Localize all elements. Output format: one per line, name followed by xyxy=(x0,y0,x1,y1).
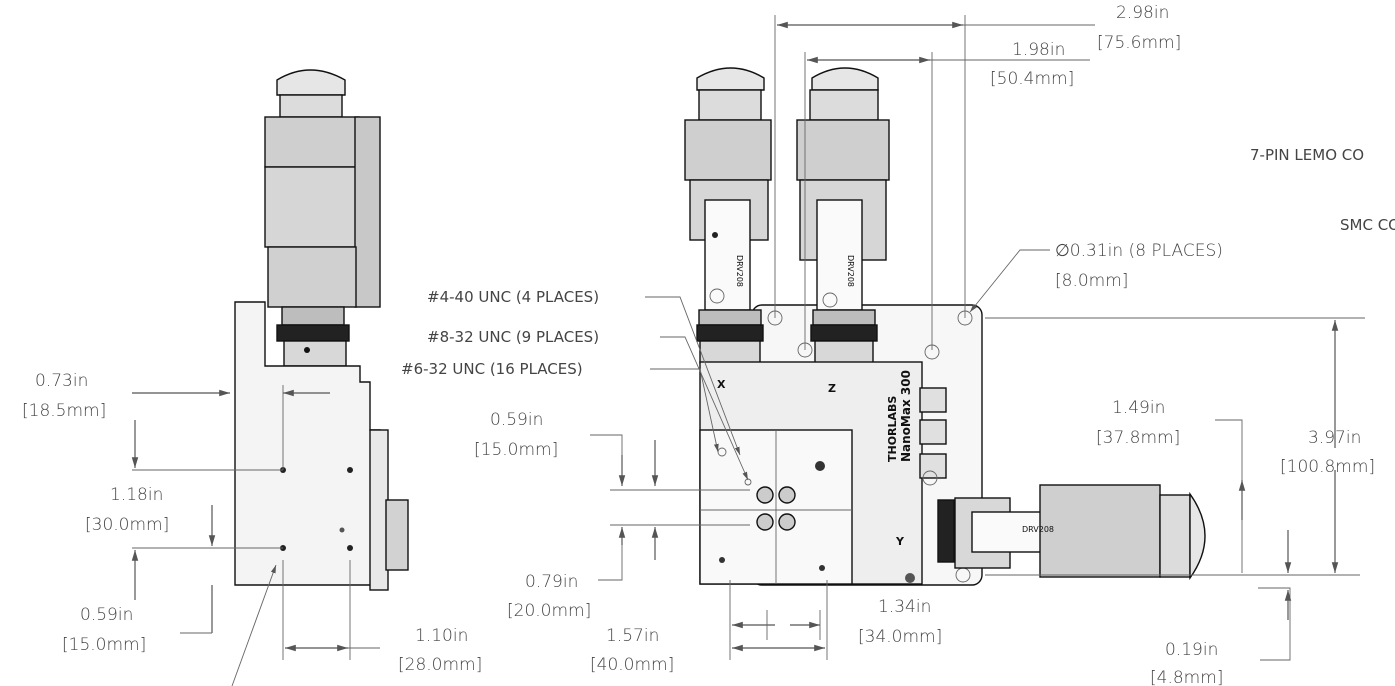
actuator-model-horizontal: DRV208 xyxy=(1022,525,1054,534)
dim-0-73-in: 0.73in xyxy=(35,371,88,391)
callout-lemo: 7-PIN LEMO CO xyxy=(1250,146,1364,164)
callout-labels: #4-40 UNC (4 PLACES) #8-32 UNC (9 PLACES… xyxy=(401,146,1395,378)
dim-0-79-in: 0.79in xyxy=(525,572,578,592)
dim-0-59-left-in: 0.59in xyxy=(80,605,133,625)
front-view: THORLABS NanoMax 300 X Z Y DRV208 DRV208… xyxy=(684,67,1206,586)
stage-axis-y: Y xyxy=(895,535,905,548)
callout-8-32: #8-32 UNC (9 PLACES) xyxy=(427,328,599,346)
dim-0-59-left-mm: [15.0mm] xyxy=(62,635,146,655)
actuator-model-right: DRV208 xyxy=(846,255,855,287)
dim-0-79-mm: [20.0mm] xyxy=(507,601,591,621)
dim-0-31-mm: [8.0mm] xyxy=(1055,271,1128,291)
dim-1-98-in: 1.98in xyxy=(1012,40,1065,60)
dim-0-59-mid-mm: [15.0mm] xyxy=(474,440,558,460)
callout-4-40: #4-40 UNC (4 PLACES) xyxy=(427,288,599,306)
dim-1-10-mm: [28.0mm] xyxy=(398,655,482,675)
stage-model-text: NanoMax 300 xyxy=(899,370,913,462)
dim-0-59-mid-in: 0.59in xyxy=(490,410,543,430)
dim-1-18-in: 1.18in xyxy=(110,485,163,505)
dim-0-73-mm: [18.5mm] xyxy=(22,401,106,421)
callout-smc: SMC CO xyxy=(1340,216,1395,234)
stage-brand-text: THORLABS xyxy=(886,396,899,462)
stage-axis-x: X xyxy=(717,378,726,391)
side-dimensions xyxy=(131,385,380,686)
callout-6-32: #6-32 UNC (16 PLACES) xyxy=(401,360,583,378)
dim-3-97-mm: [100.8mm] xyxy=(1280,457,1375,477)
side-stage-body xyxy=(234,301,409,591)
dim-1-18-mm: [30.0mm] xyxy=(85,515,169,535)
dimension-labels: 2.98in [75.6mm] 1.98in [50.4mm] ∅0.31in … xyxy=(22,3,1375,686)
stage-axis-z: Z xyxy=(828,382,836,395)
front-dimensions xyxy=(590,15,1365,661)
dim-1-10-in: 1.10in xyxy=(415,626,468,646)
dim-1-57-mm: [40.0mm] xyxy=(590,655,674,675)
front-actuator-right xyxy=(796,67,890,364)
side-actuator xyxy=(264,69,381,367)
dim-2-98-mm: [75.6mm] xyxy=(1097,33,1181,53)
dim-1-34-in: 1.34in xyxy=(878,597,931,617)
dim-1-98-mm: [50.4mm] xyxy=(990,69,1074,89)
actuator-model-left: DRV208 xyxy=(735,255,744,287)
dim-0-31-in: ∅0.31in (8 PLACES) xyxy=(1055,241,1223,261)
side-view xyxy=(234,69,409,591)
dim-0-19-mm: [4.8mm] xyxy=(1150,668,1223,686)
dim-2-98-in: 2.98in xyxy=(1116,3,1169,23)
dim-1-57-in: 1.57in xyxy=(606,626,659,646)
dim-1-49-mm: [37.8mm] xyxy=(1096,428,1180,448)
front-actuator-horizontal xyxy=(937,484,1206,581)
dim-1-49-in: 1.49in xyxy=(1112,398,1165,418)
dim-3-97-in: 3.97in xyxy=(1308,428,1361,448)
front-actuator-left xyxy=(684,67,772,364)
dim-1-34-mm: [34.0mm] xyxy=(858,627,942,647)
dim-0-19-in: 0.19in xyxy=(1165,640,1218,660)
